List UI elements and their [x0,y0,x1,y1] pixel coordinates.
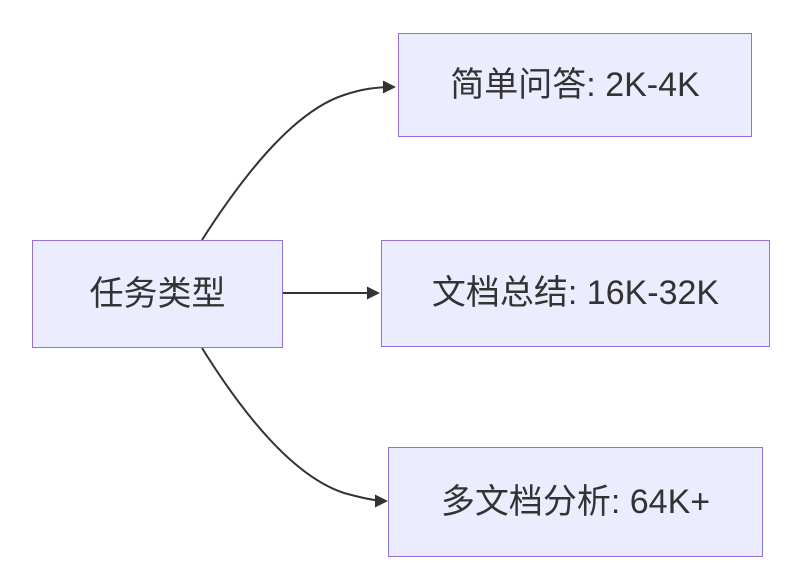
edge-root-to-multi-doc [201,347,388,508]
node-task-type-label: 任务类型 [89,274,226,313]
node-multi-doc-analysis: 多文档分析: 64K+ [388,447,763,557]
node-multi-doc-analysis-label: 多文档分析: 64K+ [440,482,711,521]
node-task-type: 任务类型 [32,240,283,348]
node-doc-summary: 文档总结: 16K-32K [381,240,770,347]
edge-root-to-simple-qa [201,80,396,241]
node-simple-qa: 简单问答: 2K-4K [398,33,752,137]
node-doc-summary-label: 文档总结: 16K-32K [431,274,720,313]
node-simple-qa-label: 简单问答: 2K-4K [450,65,700,104]
